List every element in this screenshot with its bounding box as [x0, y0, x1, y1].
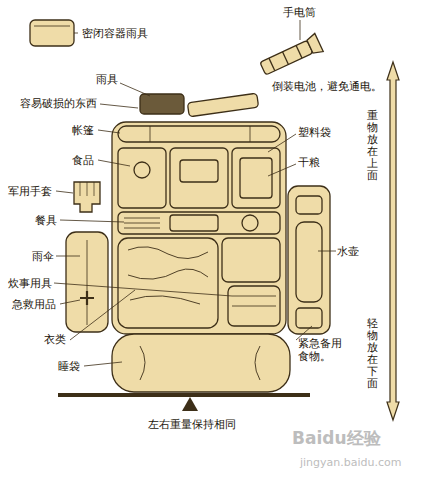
part-label: 容易破损的东西	[20, 97, 97, 110]
part-label: 雨具	[96, 73, 118, 86]
part-label: 水壶	[337, 245, 359, 258]
part-label: 炊事用具	[8, 277, 52, 290]
part-label: 塑料袋	[298, 126, 331, 139]
part-label: 睡袋	[58, 360, 80, 373]
part-label: 帐篷	[72, 124, 94, 137]
weight-note: 重物放在上面	[367, 110, 378, 183]
note-label: 倒装电池，避免通电。	[272, 80, 382, 93]
part-label: 军用手套	[8, 185, 52, 198]
note-label: 密闭容器雨具	[82, 27, 148, 40]
balance-note: 左右重量保持相同	[148, 418, 236, 431]
part-label: 干粮	[298, 156, 320, 169]
watermark: jingyan.baidu.com	[300, 456, 402, 470]
part-label: 衣类	[44, 333, 66, 346]
part-label: 食品	[72, 154, 94, 167]
weight-note: 轻物放在下面	[367, 318, 378, 391]
watermark: Baidu经验	[292, 428, 381, 449]
part-label: 紧急备用食物。	[298, 337, 342, 363]
part-label: 急救用品	[12, 298, 56, 311]
part-label: 手电筒	[283, 6, 316, 19]
part-label: 餐具	[35, 214, 57, 227]
part-label: 雨伞	[32, 250, 54, 263]
